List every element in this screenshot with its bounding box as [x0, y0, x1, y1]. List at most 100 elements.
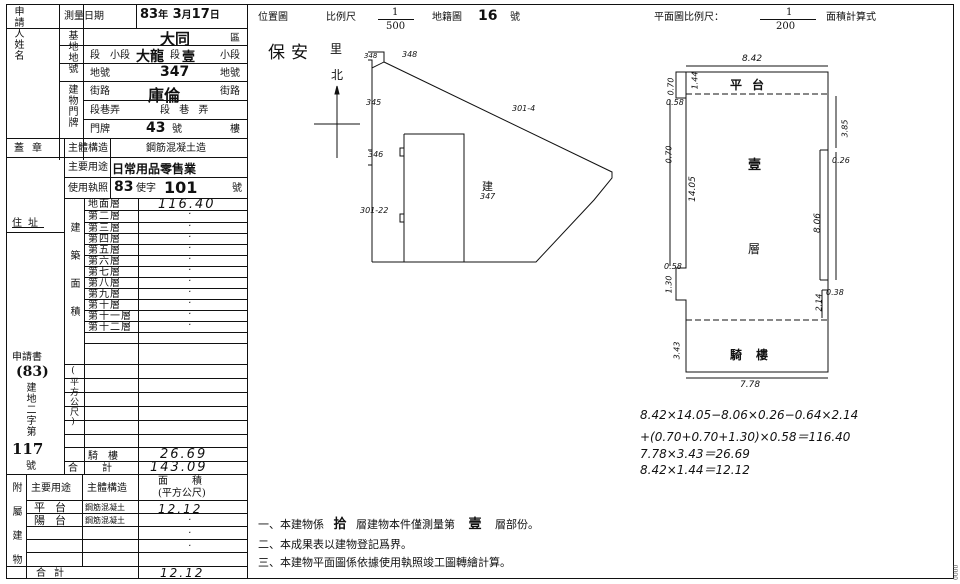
lot-label-345: 345	[366, 98, 382, 107]
cadastral-suffix: 號	[510, 12, 520, 23]
floor-name: 第八層	[88, 278, 121, 289]
floor-suffix: 樓	[230, 124, 240, 135]
license-year: 83	[114, 179, 134, 195]
unit-label: (平方公尺)	[68, 366, 78, 428]
dim-left-main: 14.05	[687, 176, 698, 202]
lot-suffix: 地號	[220, 68, 240, 79]
door-number: 43	[146, 120, 166, 136]
village-name: 保安	[268, 43, 314, 63]
survey-month: 3	[172, 7, 182, 22]
lot-label: 地號	[90, 68, 110, 79]
floor-name: 第七層	[88, 267, 121, 278]
lot-label-346: 346	[368, 150, 384, 159]
use-value: 日常用品零售業	[112, 162, 197, 176]
application-year: (83)	[16, 364, 49, 380]
floor-area-value: ·	[188, 221, 194, 232]
dim-right-low-small: 0.38	[826, 288, 844, 297]
floor-name: 第十二層	[88, 322, 132, 333]
svg-text:0000: 0000	[953, 565, 960, 580]
door-label: 門牌	[90, 124, 110, 135]
floor-name: 第十一層	[88, 311, 132, 322]
total-value: 143.09	[150, 460, 208, 475]
building-lot: 347	[480, 192, 496, 201]
lot-label-301-22: 301-22	[360, 206, 389, 215]
floor-scale-den: 200	[776, 21, 796, 32]
structure-value: 鋼筋混凝土造	[146, 143, 206, 154]
floor-name: 地面層	[88, 199, 121, 210]
floor-name: 第十層	[88, 300, 121, 311]
annex-label: 附屬建物	[10, 482, 21, 578]
floor-name: 第五層	[88, 245, 121, 256]
floor-name: 第三層	[88, 223, 121, 234]
note-1-mid: 層建物本件僅測量第	[356, 518, 456, 531]
area-group-label: 建築面積	[68, 222, 79, 334]
survey-day: 17	[191, 7, 210, 22]
lot-label-301-4: 301-4	[512, 104, 536, 113]
seal-label: 蓋章	[14, 143, 50, 154]
north-label: 北	[331, 68, 344, 82]
floor-scale-num: 1	[786, 7, 793, 18]
scale-label: 比例尺	[326, 12, 356, 23]
floor-label-1: 壹	[748, 158, 762, 173]
application-number: 117	[12, 440, 44, 458]
arcade-label: 騎樓	[88, 451, 128, 462]
applicant-label: 申請人姓名	[12, 6, 23, 61]
floor-area-value: ·	[188, 232, 194, 243]
dim-left-low: 1.30	[664, 275, 674, 294]
floor-area-value: ·	[188, 254, 194, 265]
section-label: 段	[90, 50, 100, 61]
annex-unit-header: (平方公尺)	[158, 488, 206, 499]
note-1-suffix: 層部份。	[495, 518, 540, 531]
section-suffix: 段	[170, 50, 180, 61]
survey-date: 83年 3月17日	[140, 7, 220, 22]
dim-right-main: 8.06	[813, 212, 824, 234]
platform-label: 平台	[730, 78, 775, 92]
annex-use: 平台	[34, 501, 76, 514]
note-3: 三、本建物平面圖係依據使用執照竣工圖轉繪計算。	[258, 556, 511, 569]
dim-right-low: 2.14	[814, 293, 824, 312]
door-suffix: 號	[172, 124, 182, 135]
dim-left-lower-small: 0.58	[664, 262, 682, 271]
license-mid: 使字	[136, 183, 156, 194]
floor-plan-label: 平面圖比例尺：	[654, 12, 724, 23]
dim-left-top: 0.70	[666, 77, 676, 96]
calculation-line: 8.42×14.05−8.06×0.26−0.64×2.14	[640, 408, 859, 422]
floor-name: 第二層	[88, 211, 121, 222]
year-unit: 年	[158, 10, 169, 21]
dim-left-small: 0.58	[666, 98, 684, 107]
note-1-floor-no: 壹	[468, 517, 482, 532]
annex-area: ·	[188, 515, 194, 526]
note-1: 一、本建物係 拾 層建物本件僅測量第 壹 層部份。	[258, 517, 540, 532]
note-2: 二、本成果表以建物登記爲界。	[258, 538, 412, 551]
floor-area-value: ·	[188, 320, 194, 331]
license-suffix: 號	[232, 183, 242, 194]
lane-label: 段巷弄	[90, 105, 120, 116]
license-number: 101	[164, 178, 198, 197]
floor-name: 第四層	[88, 234, 121, 245]
small-section-label: 小段	[110, 50, 130, 61]
application-label: 申請書	[12, 352, 42, 363]
street-suffix: 街路	[220, 86, 240, 97]
lot-number: 347	[160, 64, 190, 80]
small-section-suffix: 小段	[220, 50, 240, 61]
cadastral-label: 地籍圖	[432, 12, 462, 23]
small-section-value: 壹	[182, 50, 196, 65]
dim-right-top: 3.85	[840, 119, 850, 138]
floor-label-2: 層	[748, 242, 761, 256]
annex-use: 陽台	[34, 514, 76, 527]
annex-area: ·	[188, 541, 194, 552]
note-1-prefix: 一、本建物係	[258, 518, 324, 531]
floor-area-value: ·	[188, 309, 194, 320]
arcade-plan-label: 騎樓	[730, 348, 783, 362]
lane-value: 段 巷 弄	[160, 105, 212, 116]
dim-left-bottom: 3.43	[672, 341, 682, 360]
total-label: 合計	[68, 463, 136, 474]
structure-label: 主體構造	[68, 143, 108, 154]
district-unit: 區	[230, 33, 240, 44]
dim-left-edge: 1.44	[690, 71, 700, 90]
base-lot-label: 基地地號	[66, 30, 77, 74]
street-value: 庫倫	[148, 86, 181, 105]
lot-label-348a: 348	[364, 52, 378, 60]
